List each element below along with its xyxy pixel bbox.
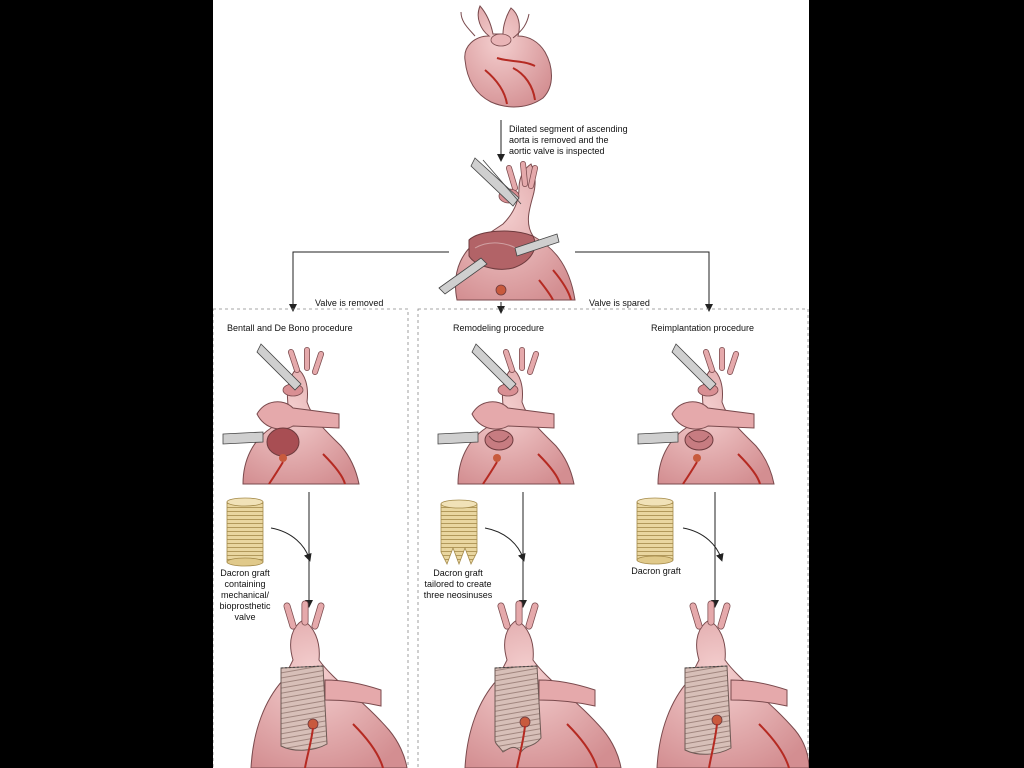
valve-spared-box xyxy=(417,308,809,768)
dacron-graft-icon xyxy=(226,497,264,567)
aortic-clamp-icon xyxy=(438,233,560,295)
heart-illustration xyxy=(242,347,360,485)
bentall-graft-caption: Dacron graft containing mechanical/ biop… xyxy=(213,568,277,623)
aortic-clamp-icon xyxy=(437,431,479,445)
dacron-graft-icon xyxy=(440,499,478,566)
caption-line: Dacron graft xyxy=(631,566,681,576)
caption-line: aortic valve is inspected xyxy=(509,146,605,156)
heart-illustration xyxy=(657,347,775,485)
caption-line: bioprosthetic xyxy=(219,601,271,611)
remodeling-procedure-title: Remodeling procedure xyxy=(453,323,545,333)
dacron-graft-icon xyxy=(636,497,674,565)
dilated-segment-caption: Dilated segment of ascending aorta is re… xyxy=(509,124,659,157)
surgical-scissors-icon xyxy=(471,343,517,391)
aortic-repair-diagram xyxy=(213,5,809,768)
figure-panel: Dilated segment of ascending aorta is re… xyxy=(213,0,809,768)
reimplantation-graft-caption: Dacron graft xyxy=(621,566,691,577)
heart-illustration xyxy=(250,600,408,768)
heart-illustration xyxy=(656,600,809,768)
aortic-clamp-icon xyxy=(222,431,264,445)
surgical-scissors-icon xyxy=(256,343,302,391)
valve-spared-label: Valve is spared xyxy=(589,298,650,308)
valve-removed-box xyxy=(213,308,409,768)
caption-line: Dacron graft xyxy=(220,568,270,578)
heart-illustration xyxy=(455,161,576,301)
caption-line: three neosinuses xyxy=(423,590,493,600)
surgical-scissors-icon xyxy=(671,343,717,391)
reimplantation-procedure-title: Reimplantation procedure xyxy=(651,323,755,333)
heart-illustration xyxy=(464,600,622,768)
caption-line: tailored to create xyxy=(424,579,492,589)
remodeling-graft-caption: Dacron graft tailored to create three ne… xyxy=(413,568,503,601)
caption-line: containing xyxy=(224,579,266,589)
caption-line: mechanical/ xyxy=(220,590,270,600)
aortic-clamp-icon xyxy=(637,431,679,445)
surgical-scissors-icon xyxy=(470,157,522,207)
valve-removed-label: Valve is removed xyxy=(315,298,384,308)
caption-line: Dacron graft xyxy=(433,568,483,578)
caption-line: Dilated segment of ascending xyxy=(509,124,628,134)
caption-line: aorta is removed and the xyxy=(509,135,609,145)
caption-line: valve xyxy=(234,612,256,622)
heart-illustration xyxy=(457,347,575,485)
heart-illustration xyxy=(460,5,552,108)
bentall-procedure-title: Bentall and De Bono procedure xyxy=(227,323,353,333)
